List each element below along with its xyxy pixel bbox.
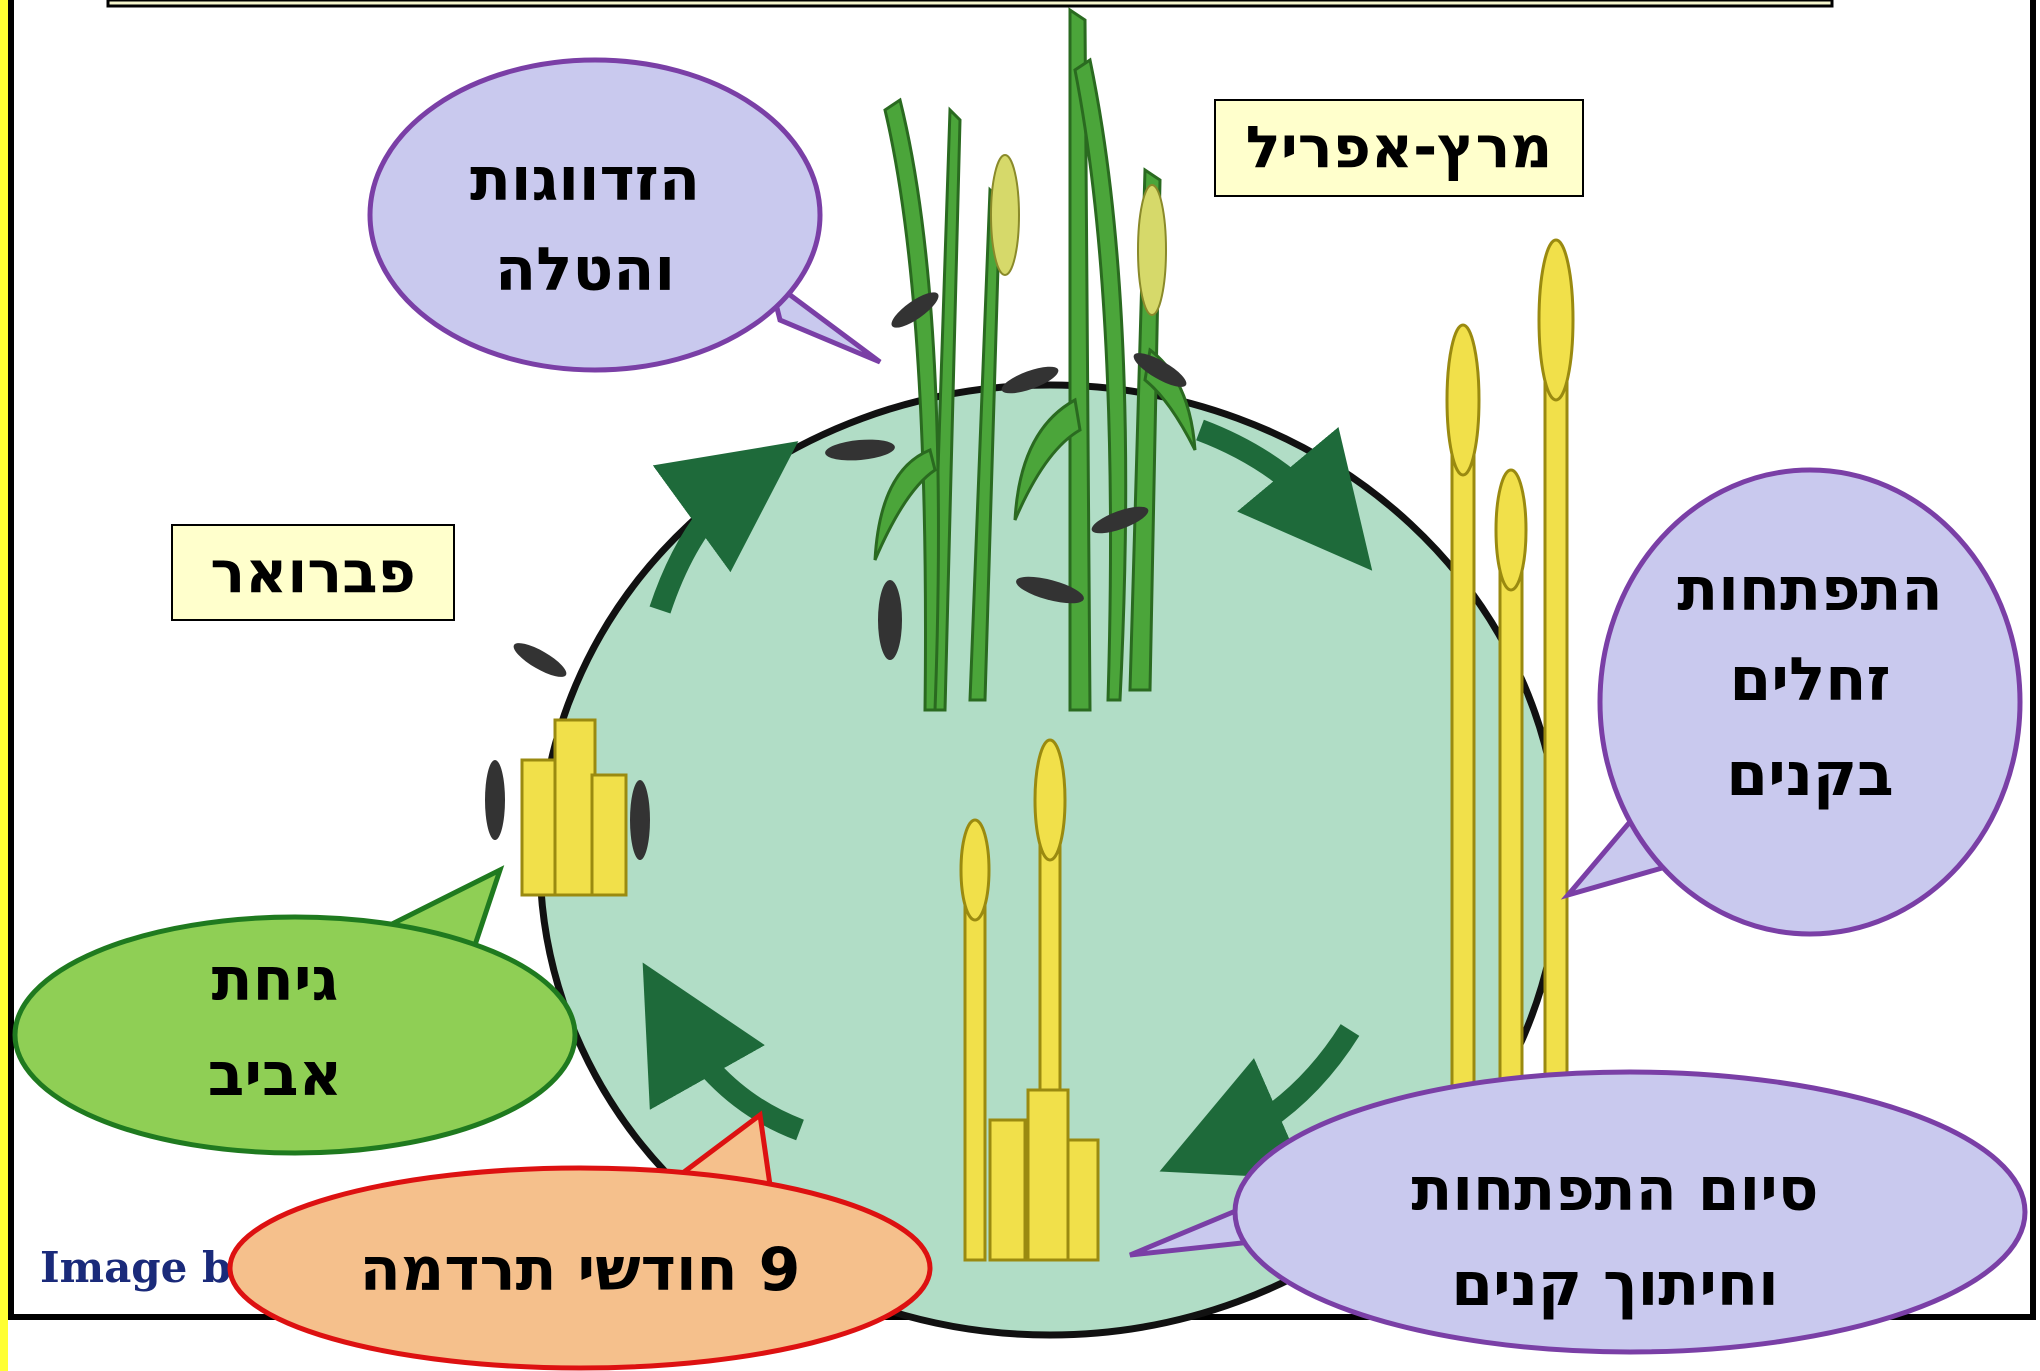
mating-bubble-line2: והטלה (495, 235, 675, 305)
reed-stem-icon (1545, 360, 1567, 1120)
outer-frame-right (2030, 0, 2036, 1320)
spring-emergence-bubble-line1: גיחת (212, 945, 339, 1015)
reed-stem-icon (1452, 400, 1474, 1120)
end-development-bubble-line1: סיום התפתחות (1411, 1155, 1818, 1225)
dormancy-bubble-text: 9 חודשי תרדמה (360, 1235, 801, 1305)
mating-bubble-line1: הזדווגות (470, 145, 700, 215)
reed-stem-icon (991, 155, 1019, 275)
moth-icon (510, 637, 571, 683)
yellow-reeds-right (1447, 240, 1573, 1120)
reed-stem-icon (1068, 1140, 1098, 1260)
mating-bubble: הזדווגות והטלה (370, 60, 880, 370)
march-april-label: מרץ-אפריל (1246, 113, 1553, 181)
outer-frame-left (8, 0, 14, 1320)
reed-stem-icon (1500, 520, 1522, 1120)
larvae-bubble-line3: בקנים (1726, 740, 1893, 810)
image-credit: Image b (40, 1243, 231, 1292)
larvae-bubble-line2: זחלים (1730, 645, 1891, 715)
reed-stem-icon (1447, 325, 1479, 475)
moth-icon (630, 780, 650, 860)
reed-stem-icon (1028, 1090, 1068, 1260)
reed-stem-icon (1138, 185, 1166, 315)
reed-stem-icon (1539, 240, 1573, 400)
moth-icon (485, 760, 505, 840)
spring-emergence-bubble: גיחת אביב (15, 870, 575, 1153)
reed-stem-icon (990, 1120, 1025, 1260)
reed-stem-icon (592, 775, 626, 895)
left-yellow-strip (0, 0, 8, 1371)
end-development-bubble-line2: וחיתוך קנים (1451, 1250, 1778, 1320)
mating-bubble-shape (370, 60, 820, 370)
february-label: פברואר (210, 538, 416, 606)
larvae-bubble: התפתחות זחלים בקנים (1568, 470, 2020, 934)
larvae-bubble-line1: התפתחות (1677, 555, 1942, 625)
reed-stem-icon (1496, 470, 1526, 590)
top-title-box-edge (108, 0, 1832, 6)
reed-stem-icon (1035, 740, 1065, 860)
reed-stem-icon (961, 820, 989, 920)
spring-emergence-bubble-line2: אביב (208, 1040, 343, 1110)
reed-stem-icon (555, 720, 595, 895)
moth-icon (878, 580, 902, 660)
